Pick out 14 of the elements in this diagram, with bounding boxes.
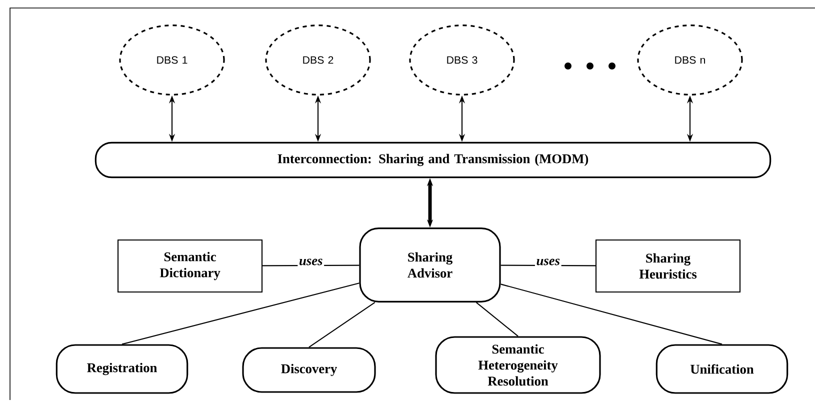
function-box: Semantic Heterogeneity Resolution <box>435 336 601 394</box>
function-box: Discovery <box>242 347 376 393</box>
edge-label: uses <box>298 257 324 267</box>
component-box: Sharing Heuristics <box>595 239 741 293</box>
component-box: Semantic Dictionary <box>117 239 263 293</box>
connector-line <box>476 302 518 337</box>
connector-line <box>308 302 376 348</box>
advisor-box: Sharing Advisor <box>359 228 501 302</box>
interconnection-bar: Interconnection: Sharing and Transmission (MODM) <box>94 142 772 178</box>
edge-label: uses <box>534 257 562 267</box>
connector-line <box>500 284 722 345</box>
connector-line <box>122 282 360 345</box>
function-box: Registration <box>56 344 188 394</box>
function-box: Unification <box>656 344 788 394</box>
